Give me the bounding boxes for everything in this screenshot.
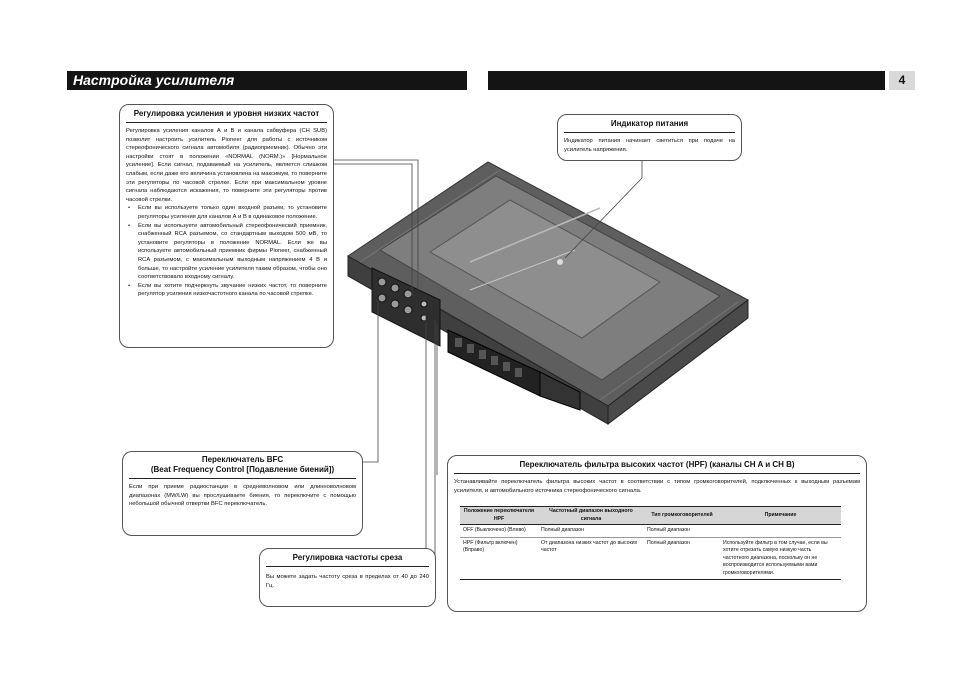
page-number: 4	[889, 71, 915, 90]
cutoff-frequency-title: Регулировка частоты среза	[266, 549, 429, 567]
hpf-table: Положение переключателя HPF Частотный ди…	[460, 506, 841, 580]
table-cell: Используйте фильтр в том случае, если вы…	[720, 537, 841, 580]
page-title: Настройка усилителя	[73, 72, 235, 88]
table-header: Положение переключателя HPF	[460, 506, 538, 525]
gain-adjust-box: Регулировка усиления и уровня низких час…	[119, 104, 334, 348]
table-cell: OFF (Выключено) (Влево)	[460, 524, 538, 538]
table-row: HPF (Фильтр включен) (Вправо) От диапазо…	[460, 537, 841, 580]
table-cell: Полный диапазон	[644, 537, 720, 580]
table-cell: От диапазона низких частот до высоких ча…	[538, 537, 644, 580]
gain-bullet: Если вы используете только один входной …	[126, 204, 327, 221]
power-indicator-text: Индикатор питания начинает светиться при…	[564, 138, 735, 153]
table-header: Тип громкоговорителей	[644, 506, 720, 525]
table-row: OFF (Выключено) (Влево) Полный диапазон …	[460, 524, 841, 538]
hpf-switch-box: Переключатель фильтра высоких частот (HP…	[447, 455, 867, 612]
power-indicator-title: Индикатор питания	[564, 115, 735, 133]
gain-bullet: Если вы используете автомобильный стерео…	[126, 222, 327, 282]
table-header: Частотный диапазон выходного сигнала	[538, 506, 644, 525]
gain-bullet: Если вы хотите подчеркнуть звучание низк…	[126, 282, 327, 299]
section-header-bar-right	[488, 71, 885, 90]
gain-adjust-title: Регулировка усиления и уровня низких час…	[126, 105, 327, 123]
bfc-title-line1: Переключатель BFC	[201, 455, 284, 464]
hpf-switch-text: Устанавливайте переключатель фильтра выс…	[454, 479, 860, 494]
section-header: Настройка усилителя	[67, 71, 467, 90]
table-cell: Полный диапазон	[538, 524, 644, 538]
bfc-switch-title: Переключатель BFC (Beat Frequency Contro…	[129, 452, 356, 479]
table-header-row: Положение переключателя HPF Частотный ди…	[460, 506, 841, 525]
table-header: Примечание	[720, 506, 841, 525]
bfc-switch-box: Переключатель BFC (Beat Frequency Contro…	[122, 451, 363, 536]
cutoff-frequency-text: Вы можете задать частоту среза в предела…	[266, 574, 429, 589]
table-cell: Полный диапазон	[644, 524, 720, 538]
gain-adjust-text: Регулировка усиления каналов А и В и кан…	[120, 123, 333, 299]
table-cell: HPF (Фильтр включен) (Вправо)	[460, 537, 538, 580]
table-cell	[720, 524, 841, 538]
cutoff-frequency-box: Регулировка частоты среза Вы можете зада…	[259, 548, 436, 607]
bfc-title-line2: (Beat Frequency Control [Подавление биен…	[150, 465, 335, 474]
amplifier-image	[347, 161, 749, 426]
power-indicator-box: Индикатор питания Индикатор питания начи…	[557, 114, 742, 161]
gain-adjust-paragraph: Регулировка усиления каналов А и В и кан…	[126, 128, 327, 203]
bfc-switch-text: Если при приеме радиостанции в средневол…	[129, 484, 356, 508]
hpf-switch-title: Переключатель фильтра высоких частот (HP…	[454, 456, 860, 474]
